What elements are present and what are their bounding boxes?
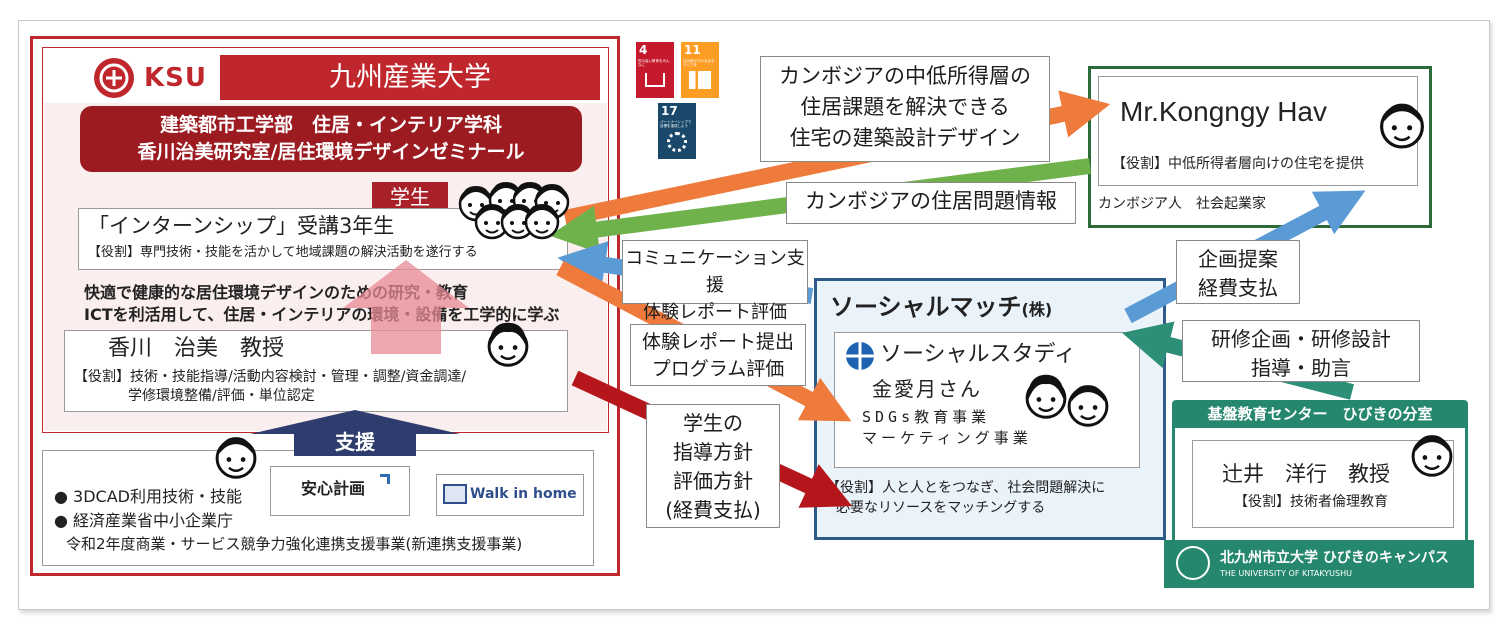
sdg-4-number: 4 bbox=[639, 43, 648, 57]
sdg-11-number: 11 bbox=[684, 43, 701, 57]
prof-kagawa-box bbox=[64, 330, 568, 412]
support-person-face-icon bbox=[215, 437, 257, 479]
sdg-goal-11: 11 住み続けられるまちづくりを bbox=[681, 42, 719, 98]
sdg-goal-17: 17 パートナーシップで目標を達成しよう bbox=[658, 103, 696, 159]
intern-role: 【役割】専門技術・技能を活かして地域課題の解決活動を遂行する bbox=[88, 245, 478, 260]
sdg-goal-4: 4 質の高い教育をみんなに bbox=[636, 42, 674, 98]
callout-design-line3: 住宅の建築設計デザイン bbox=[789, 126, 1021, 150]
social-person: 金愛月さん bbox=[872, 377, 982, 401]
callout-housing-info-text: カンボジアの住居問題情報 bbox=[805, 189, 1057, 213]
callout-plan: 企画提案 経費支払 bbox=[1176, 240, 1300, 304]
ksu-dept-line2: 香川治美研究室/居住環境デザインゼミナール bbox=[137, 141, 525, 163]
student-tag bbox=[372, 182, 448, 212]
student-face-icon bbox=[474, 204, 510, 240]
kita-seal-icon bbox=[1176, 546, 1210, 580]
support-label: 支援 bbox=[335, 430, 375, 454]
globe-icon bbox=[846, 342, 874, 370]
ksu-name-banner bbox=[220, 55, 600, 100]
callout-design-line2: 住居課題を解決できる bbox=[800, 95, 1010, 119]
callout-guide-line4: (経費支払) bbox=[665, 498, 761, 522]
prof-kagawa-role2: 学修環境整備/評価・単位認定 bbox=[128, 388, 315, 404]
callout-plan-line2: 経費支払 bbox=[1198, 276, 1278, 300]
prof-kagawa-name: 香川 治美 教授 bbox=[108, 336, 285, 361]
social-person-face-icon bbox=[1067, 385, 1109, 427]
ksu-logo-text: KSU bbox=[144, 63, 207, 93]
social-biz1: SDGs教育事業 bbox=[862, 408, 991, 426]
student-face-icon bbox=[524, 204, 560, 240]
student-tag-label: 学生 bbox=[390, 185, 430, 209]
flower-icon bbox=[667, 132, 687, 152]
logo-anshin: 安心計画 bbox=[300, 479, 365, 498]
kita-footer bbox=[1164, 540, 1474, 588]
social-study-name: ソーシャルスタディ bbox=[880, 342, 1077, 367]
callout-train: 研修企画・研修設計 指導・助言 bbox=[1182, 320, 1420, 382]
callout-comm: コミュニケーション支援 体験レポート評価 bbox=[622, 240, 808, 323]
ksu-emblem-icon bbox=[94, 58, 134, 98]
callout-train-line1: 研修企画・研修設計 bbox=[1211, 327, 1391, 351]
kongngy-desc: カンボジア人 社会起業家 bbox=[1098, 196, 1266, 212]
kongngy-name: Mr.Kongngy Hav bbox=[1120, 96, 1327, 127]
ksu-logo: KSU bbox=[92, 56, 206, 100]
support-item3: 令和2年度商業・サービス競争力強化連携支援事業(新連携支援事業) bbox=[66, 535, 523, 553]
callout-report-line2: プログラム評価 bbox=[651, 358, 785, 380]
ksu-dept-banner bbox=[80, 106, 582, 172]
callout-guide-line2: 指導方針 bbox=[673, 440, 753, 464]
callout-guide: 学生の 指導方針 評価方針 (経費支払) bbox=[646, 404, 780, 528]
logo-walk: Walk in home bbox=[470, 486, 577, 502]
callout-housing-info: カンボジアの住居問題情報 bbox=[786, 182, 1076, 224]
education-up-arrow bbox=[343, 260, 469, 354]
kita-univ-name: 北九州市立大学 ひびきのキャンパス bbox=[1220, 550, 1449, 566]
social-role2: 必要なリソースをマッチングする bbox=[836, 500, 1046, 516]
kita-prof-face-icon bbox=[1411, 435, 1453, 477]
support-item2: ● 経済産業省中小企業庁 bbox=[54, 511, 234, 530]
anshin-mark-icon bbox=[380, 474, 390, 484]
callout-guide-line3: 評価方針 bbox=[673, 469, 753, 493]
social-person-face-icon bbox=[1025, 374, 1067, 419]
kongngy-role: 【役割】中低所得者層向けの住宅を提供 bbox=[1112, 156, 1364, 172]
callout-report: 体験レポート提出 プログラム評価 bbox=[630, 324, 806, 386]
support-item1: ● 3DCAD利用技術・技能 bbox=[54, 487, 242, 506]
callout-report-line1: 体験レポート提出 bbox=[641, 331, 794, 353]
callout-plan-line1: 企画提案 bbox=[1198, 247, 1278, 271]
callout-comm-line2: 体験レポート評価 bbox=[643, 302, 787, 323]
kita-univ-en: THE UNIVERSITY OF KITAKYUSHU bbox=[1220, 569, 1352, 578]
walk-mark-icon bbox=[443, 484, 467, 504]
social-role1: 【役割】人と人とをつなぎ、社会問題解決に bbox=[826, 480, 1106, 496]
prof-kagawa-role1: 【役割】技術・技能指導/活動内容検討・管理・調整/資金調達/ bbox=[74, 369, 467, 385]
social-biz2: マーケティング事業 bbox=[862, 429, 1032, 447]
social-company: ソーシャルマッチ(株) bbox=[830, 292, 1052, 325]
kongngy-inner-box bbox=[1098, 76, 1418, 186]
kita-center: 基盤教育センター ひびきの分室 bbox=[1207, 405, 1433, 423]
social-company-name: ソーシャルマッチ bbox=[830, 293, 1022, 321]
callout-design: カンボジアの中低所得層の 住居課題を解決できる 住宅の建築設計デザイン bbox=[760, 56, 1050, 162]
prof-kagawa-face-icon bbox=[487, 322, 529, 367]
kita-prof-box bbox=[1192, 440, 1454, 528]
kita-prof-name: 辻井 洋行 教授 bbox=[1222, 462, 1390, 486]
kita-center-banner bbox=[1172, 400, 1468, 428]
ksu-name: 九州産業大学 bbox=[329, 62, 491, 93]
support-arrow bbox=[250, 410, 460, 456]
sdg-17-number: 17 bbox=[661, 104, 678, 118]
kita-prof-role: 【役割】技術者倫理教育 bbox=[1234, 494, 1388, 510]
sdg-11-text: 住み続けられるまちづくりを bbox=[683, 59, 715, 67]
kongngy-face-icon bbox=[1380, 103, 1424, 149]
sdg-4-text: 質の高い教育をみんなに bbox=[638, 59, 670, 67]
sdg-17-text: パートナーシップで目標を達成しよう bbox=[660, 120, 692, 128]
ksu-dept-line1: 建築都市工学部 住居・インテリア学科 bbox=[159, 114, 502, 136]
intern-title: 「インターンシップ」受講3年生 bbox=[88, 214, 395, 238]
callout-comm-line1: コミュニケーション支援 bbox=[625, 248, 805, 296]
callout-design-line1: カンボジアの中低所得層の bbox=[779, 64, 1031, 88]
social-company-suffix: (株) bbox=[1021, 300, 1053, 319]
callout-guide-line1: 学生の bbox=[683, 411, 743, 435]
buildings-icon bbox=[689, 71, 711, 89]
callout-train-line2: 指導・助言 bbox=[1251, 356, 1351, 380]
book-icon bbox=[645, 73, 665, 87]
